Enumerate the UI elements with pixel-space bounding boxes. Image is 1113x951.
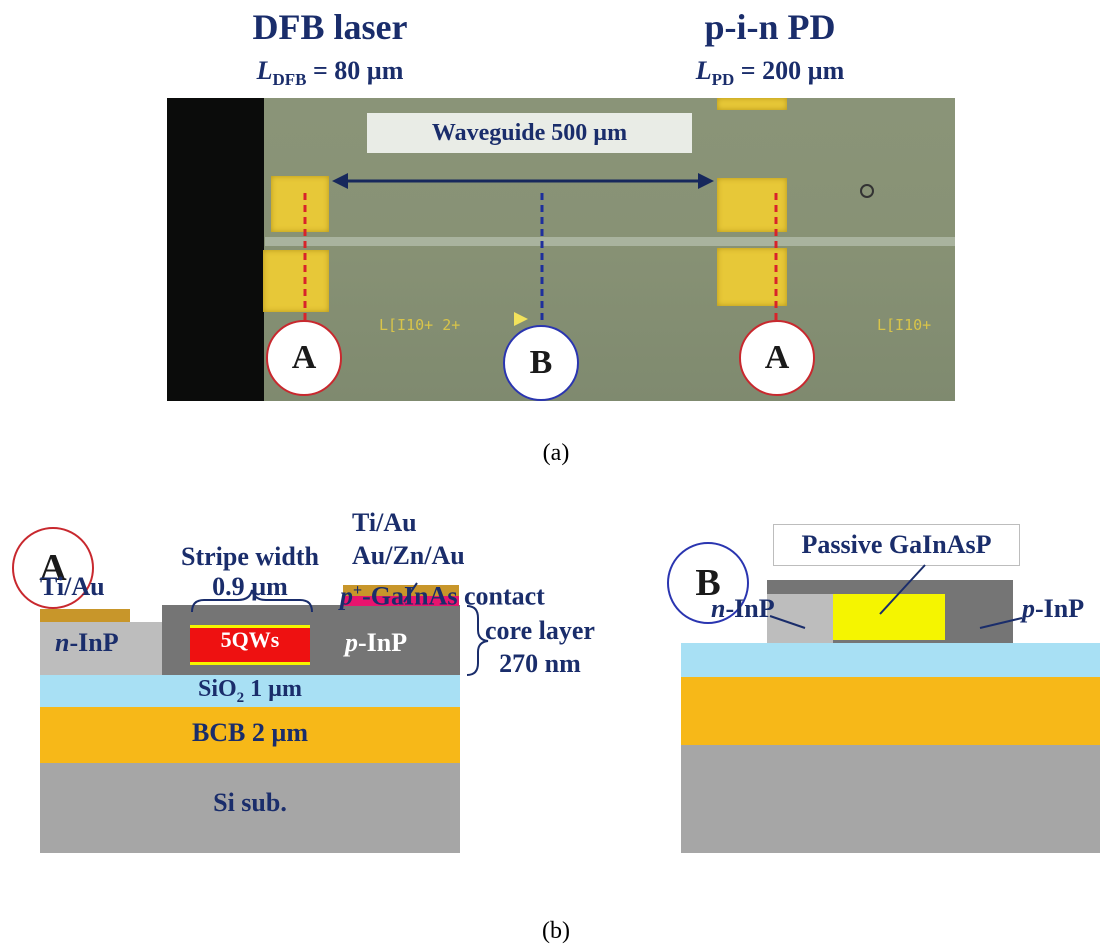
si-substrate <box>40 761 460 853</box>
chip-edge <box>167 98 264 401</box>
si-substrate-b <box>681 745 1100 853</box>
contact-pink <box>343 596 459 606</box>
dfb-laser-title: DFB laser <box>252 7 408 47</box>
caption-b: (b) <box>542 918 570 944</box>
bcb-label: BCB 2 µm <box>191 718 309 747</box>
dfb-length-label: LDFB = 80 µm <box>256 56 404 90</box>
marker-a-laser: A <box>266 320 342 396</box>
arrowhead-right <box>698 173 714 189</box>
bcb-layer-b <box>681 677 1100 745</box>
panel-a-overlay <box>303 173 778 326</box>
contact-metal <box>343 585 459 596</box>
contact-stack-label: Ti/Au Au/Zn/Au <box>352 506 465 572</box>
p-inp-label-a: p-InP <box>345 628 408 657</box>
p-inp-label-b: p-InP <box>1022 594 1085 623</box>
marker-a-section: A <box>12 527 94 609</box>
n-inp-label-a: n-InP <box>55 628 119 657</box>
panel-b-b-overlay <box>769 564 1023 629</box>
p-inp-pointer-b <box>979 617 1023 629</box>
sio2-label: SiO2 1 µm <box>197 676 302 706</box>
arrowhead-left <box>332 173 348 189</box>
si-label: Si sub. <box>213 788 287 817</box>
bcb-layer <box>40 707 460 763</box>
caption-a: (a) <box>542 440 570 466</box>
pd-title: p-i-n PD <box>704 7 836 47</box>
stripe-brace <box>191 589 313 613</box>
marker-triangle <box>514 312 528 326</box>
laser-pad-bottom <box>263 250 329 312</box>
n-inp-label-b: n-InP <box>711 594 775 623</box>
contact-pointer <box>403 582 418 603</box>
contact-au-zn-au: Au/Zn/Au <box>352 541 465 570</box>
pd-pad-strip <box>717 98 787 110</box>
ti-au-left-label: Ti/Au <box>40 572 105 601</box>
waveguide-label: Waveguide 500 µm <box>367 113 692 153</box>
waveguide-stripe <box>265 237 955 246</box>
panel-b-a-overlay <box>191 582 489 676</box>
quantum-wells <box>190 625 310 665</box>
chip-particle <box>860 184 874 198</box>
sio2-layer <box>40 675 460 707</box>
contact-gainas-label: p+-GaInAs contact <box>340 581 545 611</box>
core-brace <box>466 605 489 676</box>
core-layer-label: core layer 270 nm <box>485 614 595 680</box>
chip-marking-right: L[I10+ <box>877 316 932 334</box>
chip-marking-left: L[I10+ 2+ <box>379 316 461 334</box>
n-metal-contact <box>40 609 130 622</box>
laser-pad-top <box>271 176 329 232</box>
qw-label: 5QWs <box>220 627 280 652</box>
core-layer-line1: core layer <box>485 616 595 645</box>
stripe-width-line1: Stripe width <box>181 542 319 571</box>
sio2-layer-b <box>681 643 1100 677</box>
passive-pointer <box>879 564 926 615</box>
contact-ti-au: Ti/Au <box>352 508 417 537</box>
marker-b-section: B <box>667 542 749 624</box>
n-inp-pointer-b <box>769 615 806 629</box>
marker-a-pd: A <box>739 320 815 396</box>
marker-b-waveguide: B <box>503 325 579 401</box>
pd-length-label: LPD = 200 µm <box>695 56 845 90</box>
passive-gainasp-label: Passive GaInAsP <box>773 524 1020 566</box>
core-layer-line2: 270 nm <box>499 649 581 678</box>
passive-waveguide-core <box>833 594 945 640</box>
